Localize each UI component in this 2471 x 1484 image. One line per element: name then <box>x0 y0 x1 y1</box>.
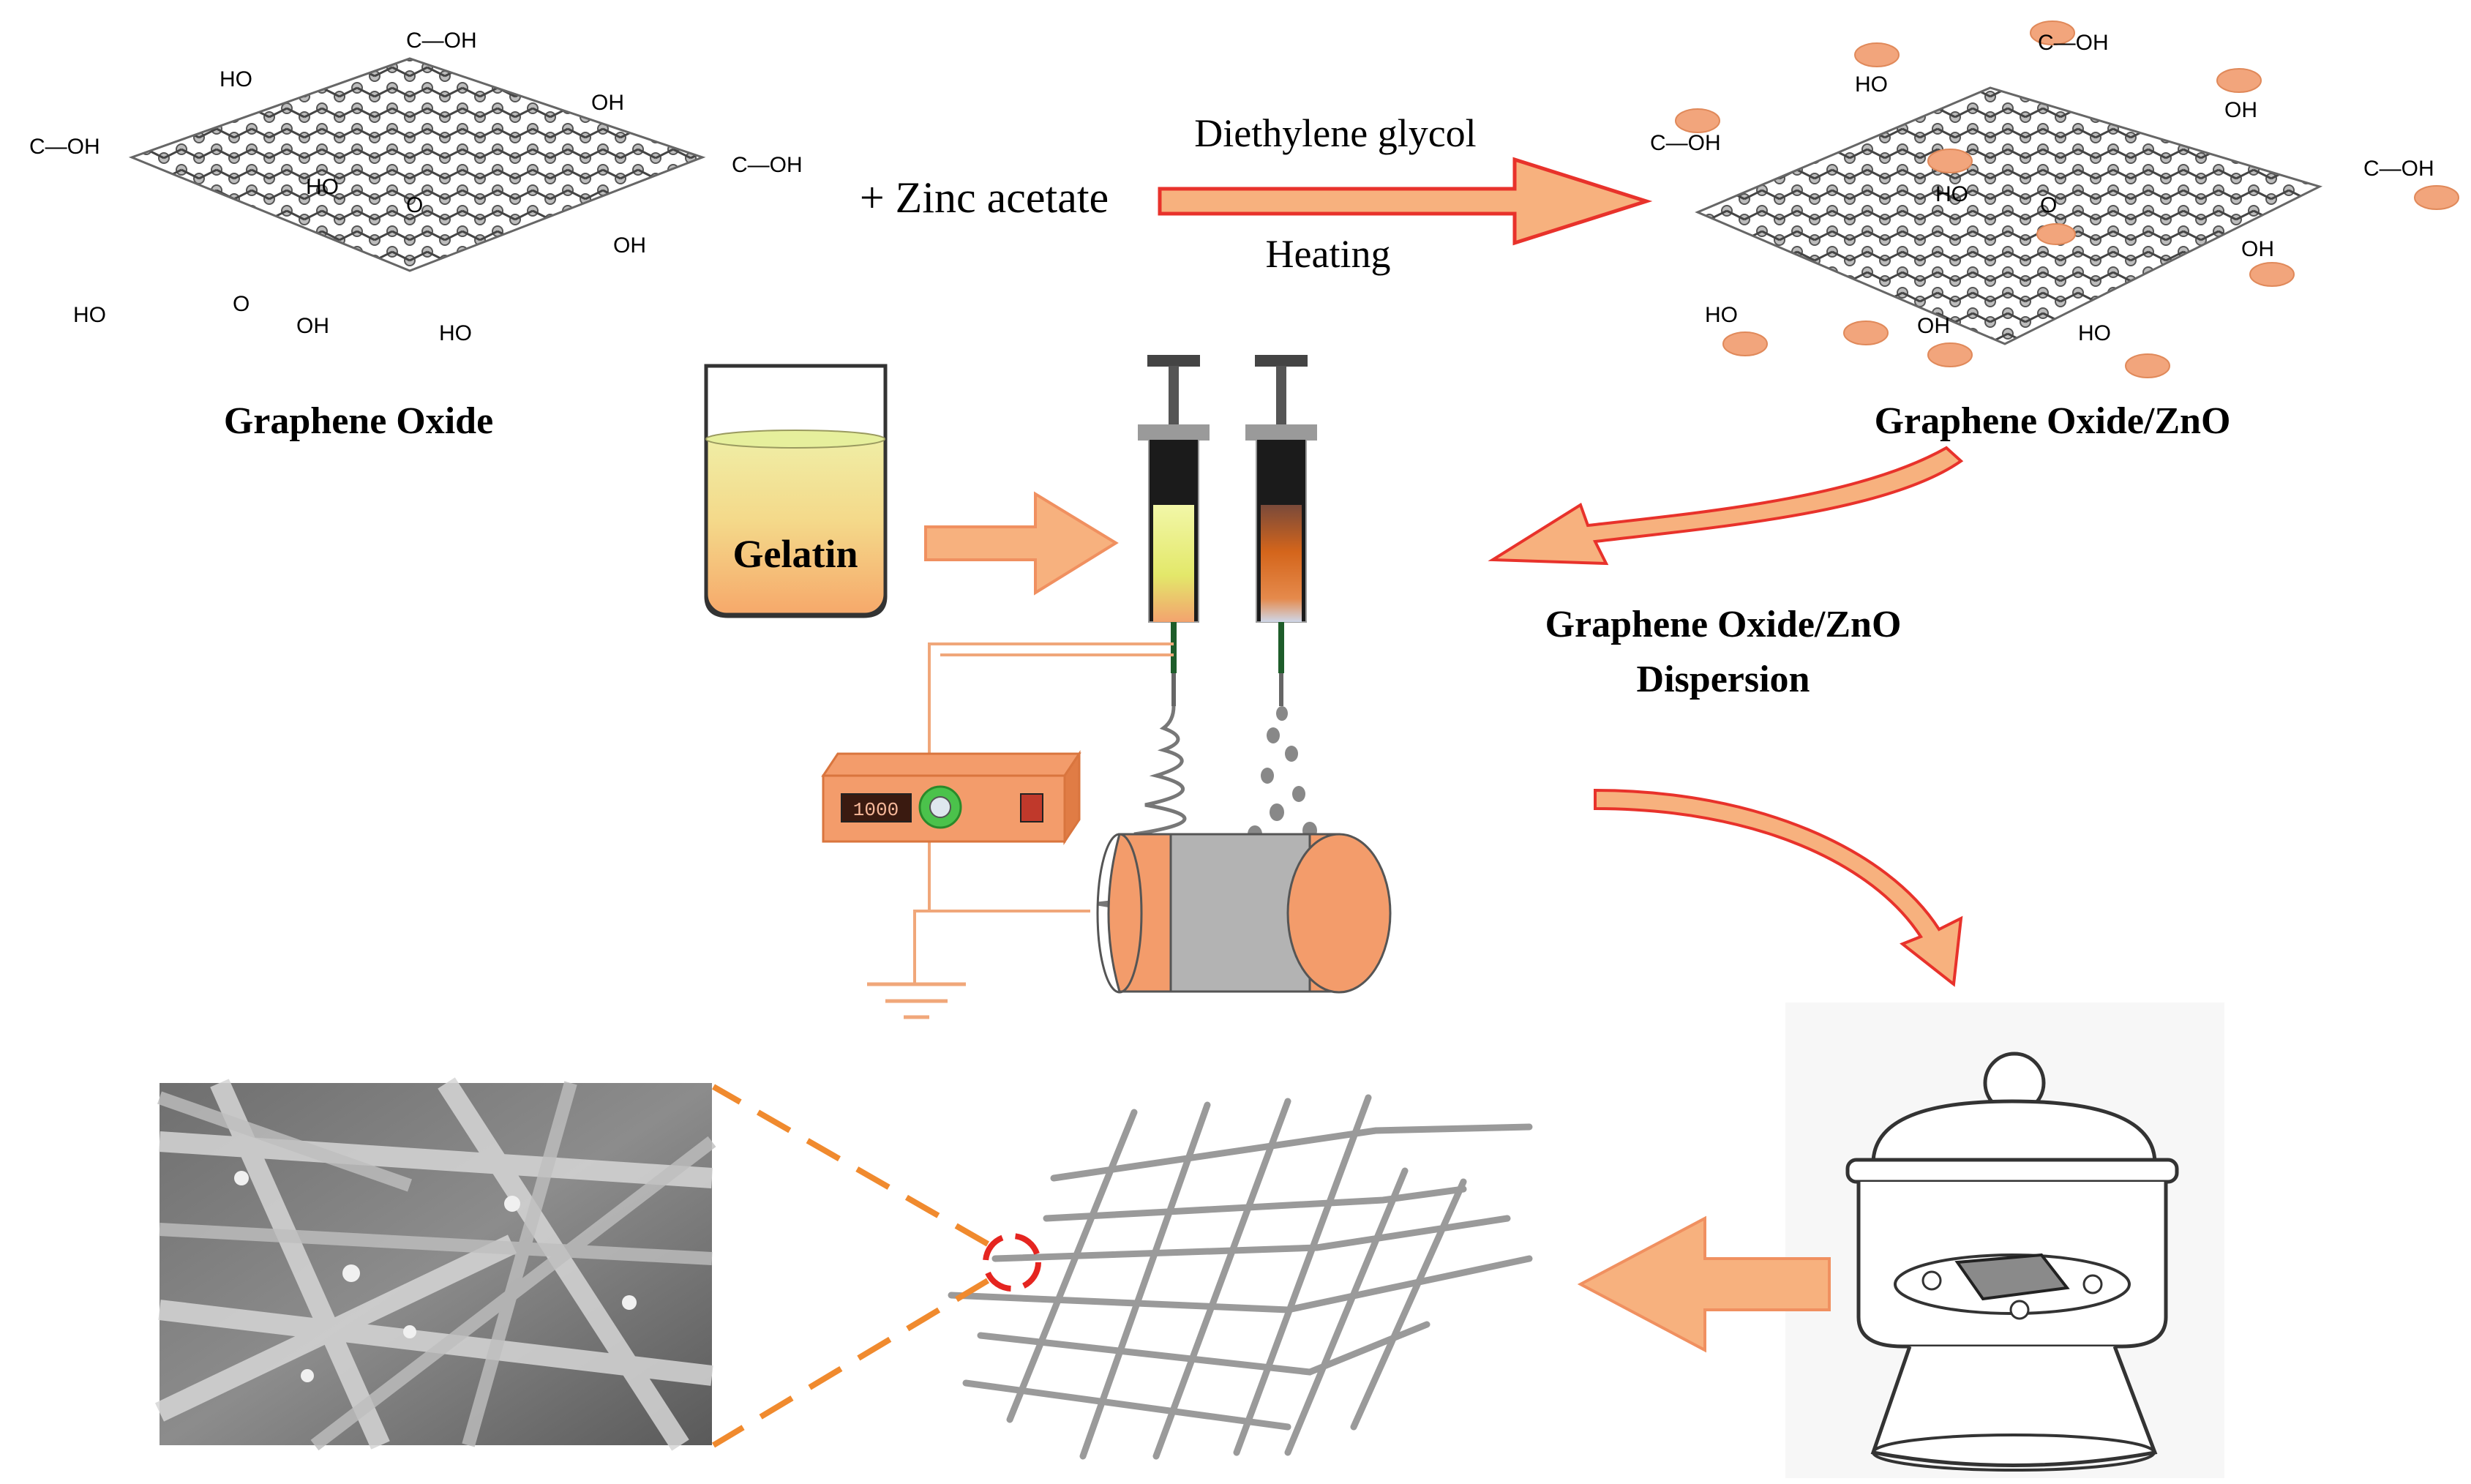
ho-group-label: HO <box>1705 303 1738 327</box>
oh-group-label: OH <box>296 314 329 338</box>
cooh-group-label: C—OH <box>2038 31 2109 55</box>
zoom-region-circle <box>983 1233 1041 1292</box>
ho-group-label: HO <box>1935 182 1968 206</box>
rotating-collector-drum <box>1096 833 1392 994</box>
dispersion-curved-arrow <box>1488 446 1964 566</box>
desiccator-image <box>1785 1003 2224 1478</box>
oh-group-label: OH <box>2224 98 2257 122</box>
gelatin-to-syringe-arrow <box>924 491 1119 596</box>
drying-curved-arrow <box>1594 788 1963 987</box>
dispersion-label-line1: Graphene Oxide/ZnO <box>1545 604 1902 645</box>
gelatin-label: Gelatin <box>733 532 858 576</box>
reaction-arrow <box>1158 157 1653 246</box>
zoom-dashed-lines <box>711 1084 990 1448</box>
cooh-group-label: C—OH <box>732 153 803 177</box>
syringe-graphene-oxide-zno <box>1245 355 1317 706</box>
ho-group-label: HO <box>306 175 339 199</box>
cooh-group-label: C—OH <box>2363 157 2434 181</box>
oh-group-label: OH <box>591 91 624 115</box>
syringe-gelatin <box>1138 355 1210 706</box>
oh-group-label: OH <box>1917 314 1950 338</box>
graphene-oxide-zno-label: Graphene Oxide/ZnO <box>1875 400 2231 442</box>
dispersion-label-line2: Dispersion <box>1637 659 1810 700</box>
oh-group-label: OH <box>2241 237 2274 261</box>
power-supply-display: 1000 <box>853 799 899 821</box>
high-voltage-power-supply <box>821 750 1081 845</box>
zinc-acetate-label: + Zinc acetate <box>860 173 1109 222</box>
epoxide-label: O <box>2040 193 2057 217</box>
electrical-wires <box>913 642 1174 984</box>
cooh-group-label: C—OH <box>406 29 477 53</box>
epoxide-label: O <box>406 193 423 217</box>
sem-micrograph <box>154 1077 716 1451</box>
zno-particles <box>1675 20 2459 378</box>
nanofiber-mesh <box>948 1094 1533 1460</box>
cooh-group-label: C—OH <box>29 135 100 159</box>
oh-group-label: OH <box>613 233 646 258</box>
ho-group-label: HO <box>220 67 252 91</box>
graphene-oxide-label: Graphene Oxide <box>224 400 493 442</box>
ho-group-label: HO <box>1855 72 1888 97</box>
graphene-oxide-zno-structure: HO OH HO OH OH HO HO C—OH C—OH C—OH O <box>1650 20 2459 378</box>
ho-group-label: HO <box>2078 321 2111 345</box>
epoxide-label: O <box>233 292 250 316</box>
graphene-oxide-structure: HO OH OH HO OH HO HO C—OH C—OH C—OH O O <box>29 29 803 345</box>
desiccator-to-mesh-arrow <box>1577 1215 1831 1353</box>
diethylene-glycol-label: Diethylene glycol <box>1194 111 1476 155</box>
gelatin-beaker <box>704 364 888 618</box>
ho-group-label: HO <box>73 303 106 327</box>
ground-symbol <box>867 982 966 1019</box>
heating-label: Heating <box>1266 232 1391 276</box>
cooh-group-label: C—OH <box>1650 131 1721 155</box>
ho-group-label: HO <box>439 321 472 345</box>
